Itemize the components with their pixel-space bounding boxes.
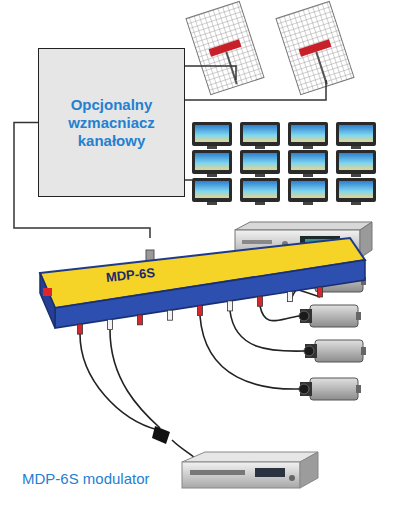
rca-plug [198, 306, 203, 316]
rca-plug [108, 319, 113, 329]
scart-plug [152, 426, 170, 444]
rca-plug [138, 315, 143, 325]
rca-plug [288, 292, 293, 302]
grid-antenna [186, 1, 264, 94]
dvd-player [182, 452, 318, 488]
amplifier-box: Opcjonalny wzmacniacz kanałowy [38, 48, 185, 197]
rca-plug [228, 301, 233, 311]
led-display [43, 288, 52, 296]
antenna-cable [185, 80, 326, 100]
tv-cable [185, 179, 192, 181]
rca-plug [318, 287, 323, 297]
tv-monitors [192, 122, 376, 205]
grid-antenna [276, 1, 354, 94]
housing-side [40, 273, 55, 328]
modulator-device: MDP-6S [40, 238, 370, 323]
rca-plug [258, 296, 263, 306]
figure-caption: MDP-6S modulator [22, 470, 150, 488]
node-label: Opcjonalny wzmacniacz kanałowy [47, 96, 176, 150]
rca-plug [168, 310, 173, 320]
housing-front [55, 260, 365, 328]
antenna-cable [185, 66, 236, 80]
rca-plug [78, 324, 83, 334]
device-housing [40, 238, 370, 323]
cctv-cameras [299, 270, 366, 400]
